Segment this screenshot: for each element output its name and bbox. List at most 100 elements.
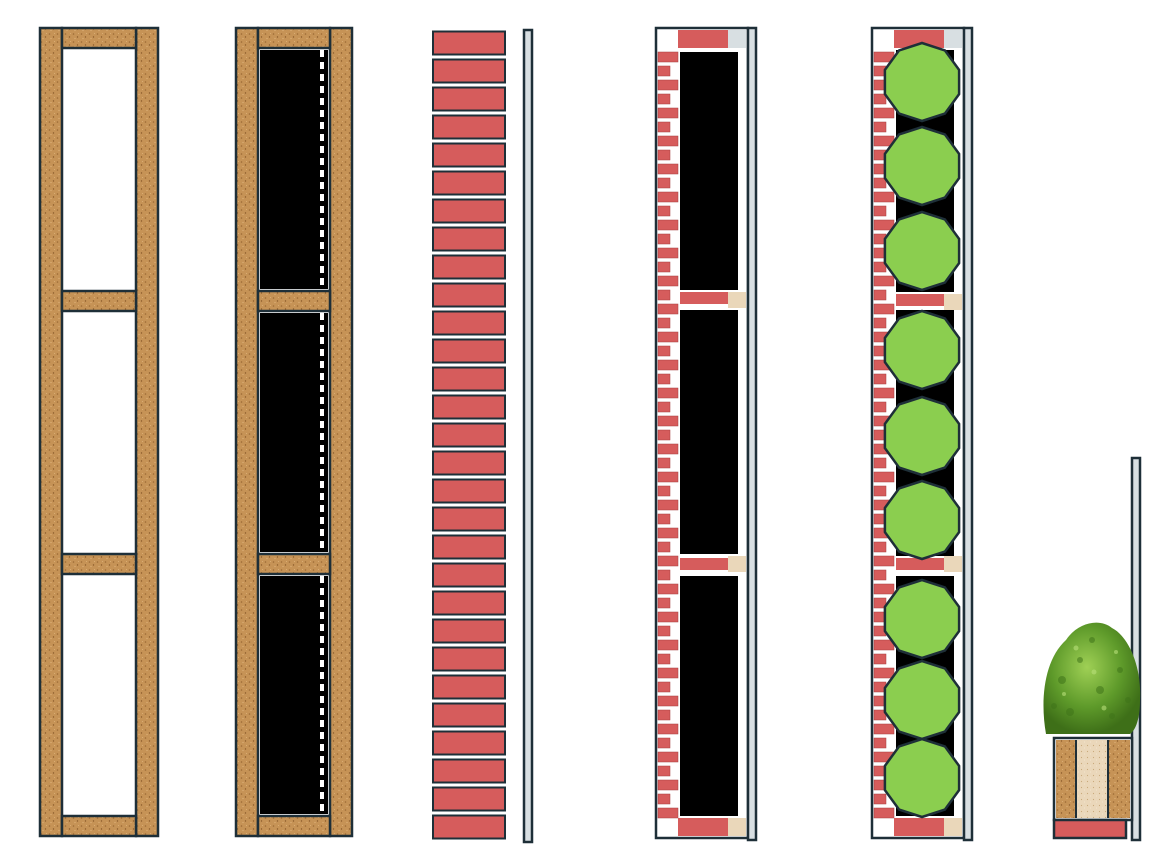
brick-tie-row [896,294,944,306]
tie-cap [944,294,962,310]
brick [873,485,887,497]
metal-cap-top [728,30,746,48]
brick [873,597,887,609]
brick [657,443,679,455]
brick [657,709,671,721]
brick [657,303,679,315]
brick [432,534,506,560]
brick [873,807,895,819]
brick [657,667,679,679]
timber-plate-mid-2 [60,552,138,576]
brick [432,86,506,112]
brick [873,205,887,217]
brick-cap-bottom [678,818,728,836]
brick [873,457,887,469]
brick [657,261,671,273]
brick [657,555,679,567]
brick [657,289,671,301]
brick [657,737,671,749]
brick [432,758,506,784]
brick [657,765,671,777]
brick [657,611,679,623]
brick [657,695,679,707]
brick [657,359,679,371]
cavity [680,310,738,554]
brick [873,93,887,105]
brick [873,289,887,301]
plant-module [883,659,961,741]
brick-tie-row [896,558,944,570]
brick [657,793,671,805]
insulation-cavity [260,576,328,814]
brick [873,667,895,679]
brick [657,65,671,77]
brick [657,457,671,469]
brick [873,541,887,553]
timber-plate-mid-2 [256,552,332,576]
planter-side-right [1108,740,1130,818]
planter-soil [1076,740,1108,818]
brick [657,527,679,539]
stage-2-timber-frame-insulated [234,26,354,838]
brick [657,583,679,595]
timber-stud-left [38,26,64,838]
plant-module [883,578,961,660]
stage-4-brick-wall-with-cavity [654,26,758,842]
brick [657,779,679,791]
plant-module [883,309,961,391]
timber-stud-right [328,26,354,838]
metal-cap-top [944,30,962,48]
cavity [680,52,738,290]
shrub-highlights [1062,645,1118,711]
plant-module [883,125,961,207]
timber-stud-right [134,26,160,838]
brick [873,653,887,665]
brick [657,597,671,609]
brick [657,219,679,231]
brick [657,625,671,637]
brick [873,261,887,273]
brick [873,317,887,329]
brick [657,513,671,525]
metal-cap-bottom [944,818,962,836]
brick [657,163,679,175]
timber-plate-top [256,26,332,50]
brick [657,471,679,483]
brick [657,499,679,511]
brick [873,275,895,287]
brick-tie-row [680,558,728,570]
brick [657,681,671,693]
brick [657,177,671,189]
stage-1-timber-frame [38,26,160,838]
brick [657,429,671,441]
plant-module [883,395,961,477]
timber-plate-mid-1 [256,289,332,313]
brick [657,191,679,203]
brick [657,205,671,217]
brick [432,646,506,672]
brick [432,590,506,616]
brick [657,135,679,147]
brick-stack [432,30,506,840]
frame-void [64,576,134,814]
timber-stud-left [234,26,260,838]
metal-cap-bottom [728,818,746,836]
brick [432,114,506,140]
brick [432,814,506,840]
brick [873,303,895,315]
cladding-board [962,26,974,842]
plant-module [883,210,961,292]
brick [432,730,506,756]
planter-box [1052,736,1134,822]
brick [432,702,506,728]
cladding-board [746,26,758,842]
brick [873,373,887,385]
plant-module [883,479,961,561]
brick [657,373,671,385]
timber-plate-bottom [256,814,332,838]
brick [657,751,679,763]
brick [432,450,506,476]
brick [873,107,895,119]
brick [657,233,671,245]
brick [432,366,506,392]
